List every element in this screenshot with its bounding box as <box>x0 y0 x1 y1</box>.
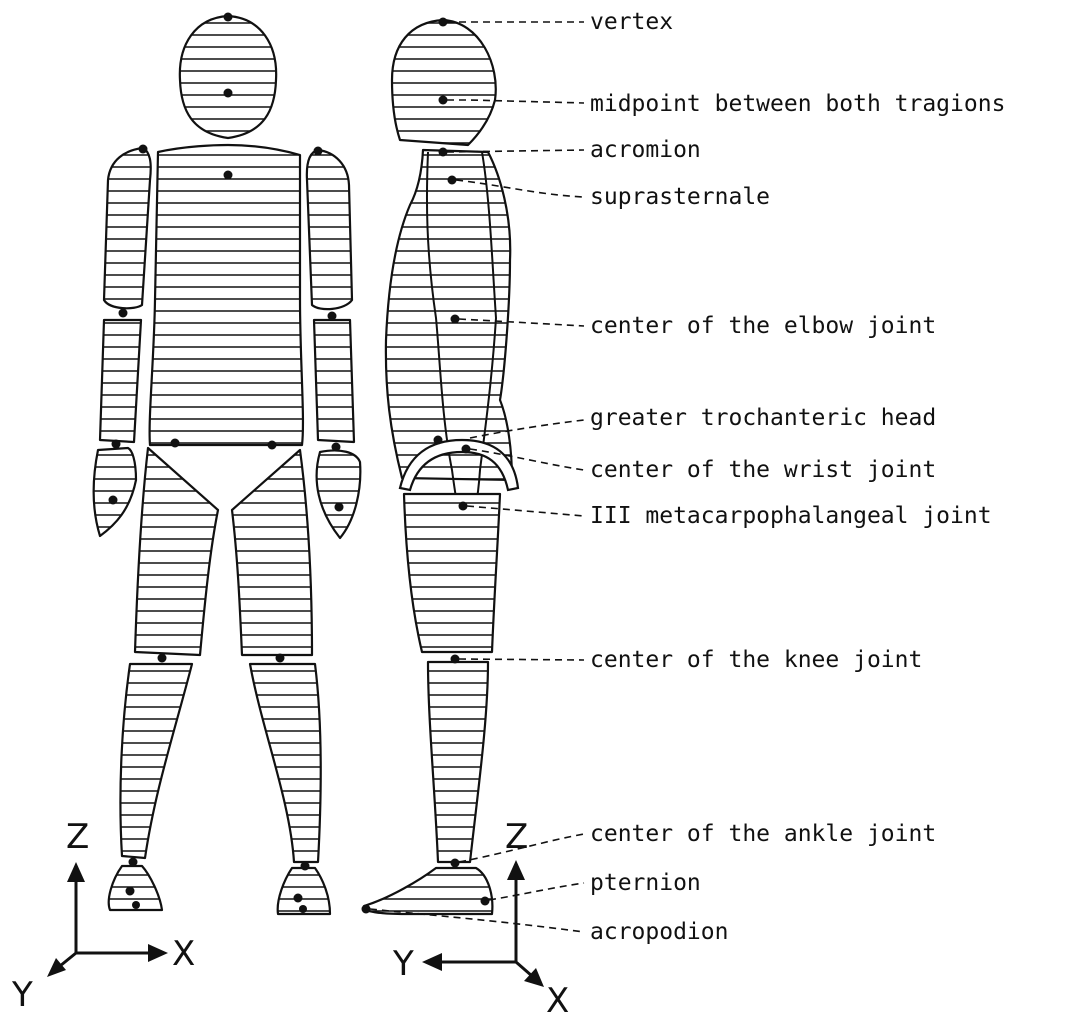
label-wrist: center of the wrist joint <box>590 457 936 483</box>
front-right-thigh <box>232 450 312 655</box>
label-metacarpo: III metacarpophalangeal joint <box>590 503 992 529</box>
label-tragions: midpoint between both tragions <box>590 91 1005 117</box>
leader-pternion <box>489 883 584 900</box>
side-foot <box>364 868 493 914</box>
side-axis-x-label: X <box>546 981 569 1016</box>
leader-knee <box>459 659 584 660</box>
side-axis-y-label: Y <box>392 944 414 984</box>
front-left-hand <box>94 448 136 536</box>
front-right-forearm <box>314 320 354 442</box>
front-coordinate-axes: Z X Y <box>11 817 195 1015</box>
front-right-shank <box>250 664 321 862</box>
side-axis-z-label: Z <box>505 817 528 857</box>
front-left-thigh <box>135 448 218 655</box>
side-view-figure <box>362 18 519 915</box>
label-suprasternale: suprasternale <box>590 184 770 210</box>
front-axis-z-label: Z <box>66 817 89 857</box>
front-view-figure <box>94 13 361 915</box>
side-shank <box>428 662 488 862</box>
label-pternion: pternion <box>590 870 701 896</box>
side-trunk <box>386 150 512 480</box>
label-trochanter: greater trochanteric head <box>590 405 936 431</box>
label-knee: center of the knee joint <box>590 647 922 673</box>
side-thigh <box>404 494 500 652</box>
front-right-upper-arm <box>307 150 352 309</box>
front-left-forearm <box>100 320 141 442</box>
side-coordinate-axes: Z Y X <box>392 817 569 1016</box>
front-left-upper-arm <box>104 148 151 308</box>
front-axis-x-label: X <box>172 934 195 974</box>
front-right-hand <box>317 450 361 538</box>
label-acromion: acromion <box>590 137 701 163</box>
front-axis-y-label: Y <box>11 975 33 1015</box>
label-vertex: vertex <box>590 9 673 35</box>
front-torso <box>150 145 303 445</box>
label-acropodion: acropodion <box>590 919 728 945</box>
side-head <box>392 20 496 145</box>
landmark-labels: vertex midpoint between both tragions ac… <box>590 9 1005 945</box>
front-head <box>180 16 276 138</box>
front-left-shank <box>120 664 192 858</box>
label-elbow: center of the elbow joint <box>590 313 936 339</box>
label-ankle: center of the ankle joint <box>590 821 936 847</box>
